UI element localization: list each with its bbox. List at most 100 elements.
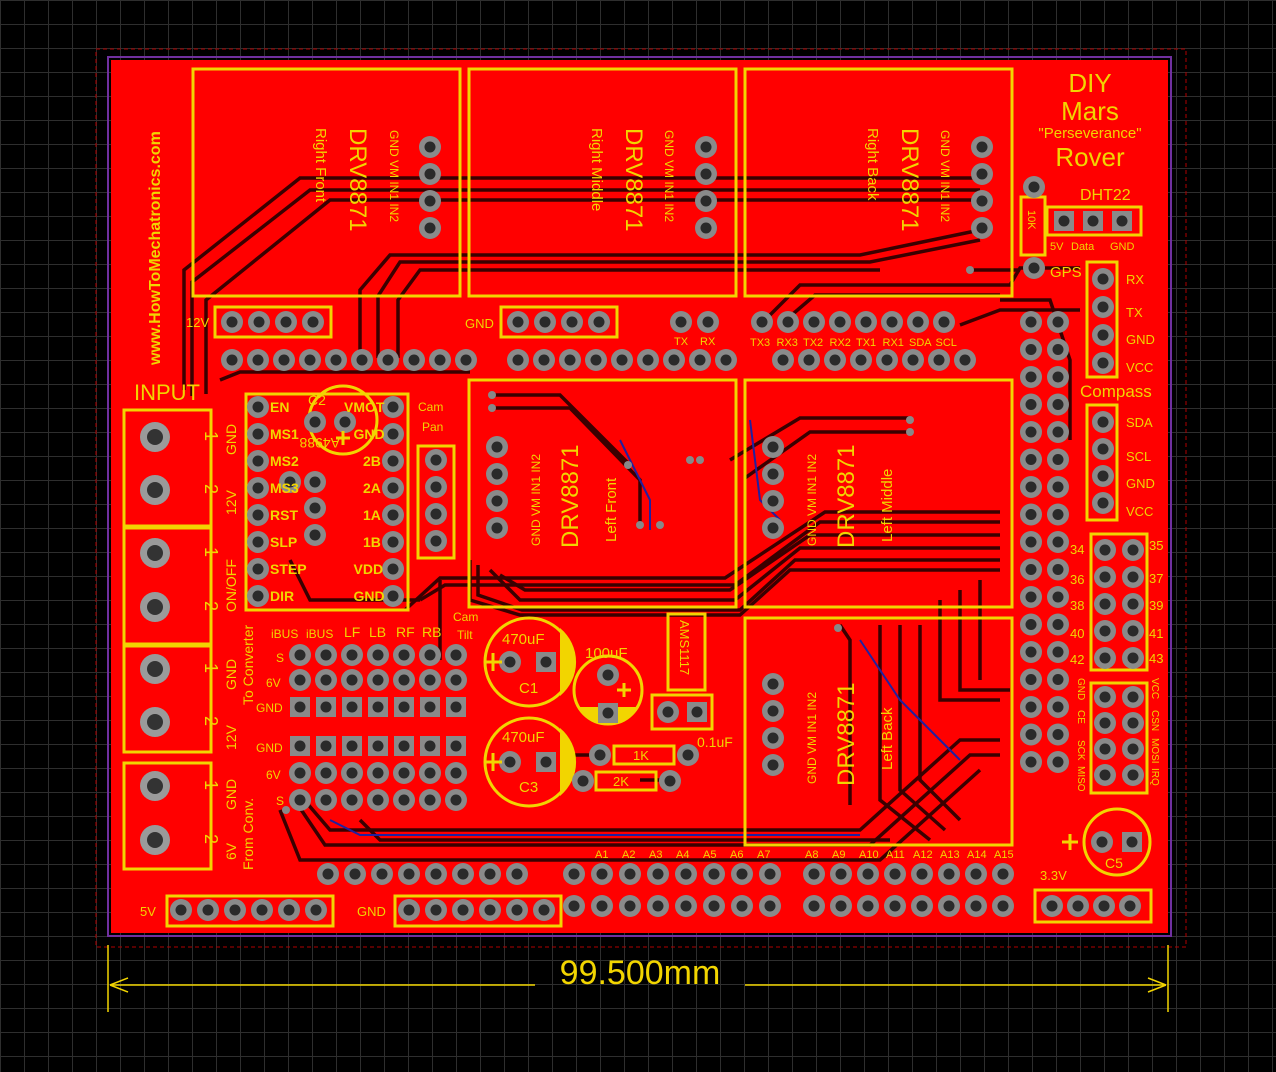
arduino-pin	[1020, 723, 1042, 746]
serial-pin	[777, 311, 799, 333]
driver-pin	[486, 517, 508, 539]
r10k: 10K	[1025, 210, 1037, 230]
driver-pins: GND VM IN1 IN2	[938, 130, 952, 222]
compass-pin: SDA	[1126, 415, 1153, 430]
gps-pin	[1092, 324, 1114, 346]
arduino-pin	[1020, 531, 1042, 553]
driver-chip: DRV8871	[557, 444, 584, 548]
c1-pad	[499, 651, 521, 673]
label-rx: RX	[700, 336, 716, 348]
analog-label: A9	[832, 849, 845, 861]
arduino-pin	[273, 349, 295, 371]
analog-pin	[563, 863, 585, 885]
r2-value: 2K	[613, 774, 629, 789]
a4988-pin	[382, 504, 404, 526]
header-gnd-pin	[506, 899, 528, 921]
nrf-pin	[1094, 686, 1116, 708]
header-5v-pin	[278, 899, 300, 921]
compass-pin	[1092, 411, 1114, 433]
terminal-number: 2	[201, 601, 221, 611]
dht-pin: GND	[1110, 241, 1135, 253]
analog-pin	[938, 895, 960, 917]
label-from-converter: From Conv.	[240, 798, 256, 870]
terminal-number: 2	[201, 834, 221, 844]
a4988-pin-label: EN	[270, 399, 289, 415]
row-s: S	[276, 651, 284, 665]
analog-pin	[992, 895, 1014, 917]
arduino-pin	[689, 349, 711, 371]
analog-pin	[647, 863, 669, 885]
gps: GPS	[1050, 264, 1082, 281]
compass-pin	[1092, 465, 1114, 487]
digital-pin	[1122, 593, 1144, 615]
digital-pin: 43	[1149, 651, 1163, 666]
analog-label: A5	[703, 849, 716, 861]
rc-rf: RF	[396, 624, 415, 640]
c100-pad	[598, 703, 618, 723]
rc-pin	[341, 789, 363, 811]
analog-label: A14	[967, 849, 987, 861]
rc-ibus-2: iBUS	[306, 627, 333, 641]
header-gnd-pin	[479, 899, 501, 921]
a4988-pin	[382, 531, 404, 553]
row-6v: 6V	[266, 768, 281, 782]
a4988-pin-label: 1A	[363, 507, 381, 523]
terminal-screw	[140, 592, 170, 622]
c3-pad	[536, 752, 556, 772]
rc-pin	[342, 697, 362, 717]
serial-pin	[881, 311, 903, 333]
r1-pad	[589, 744, 611, 766]
analog-pin	[731, 863, 753, 885]
driver-pin	[419, 163, 441, 185]
terminal-screw	[140, 422, 170, 452]
rc-pin	[445, 762, 467, 784]
gps-pin: VCC	[1126, 360, 1153, 375]
arduino-pin	[1020, 476, 1042, 498]
arduino-pin	[637, 349, 659, 371]
ams1117: AMS1117	[677, 620, 692, 675]
a4988-pin-label: 2B	[363, 453, 381, 469]
terminal-number: 2	[201, 716, 221, 726]
nrf-pin	[1122, 764, 1144, 786]
rc-pin	[315, 669, 337, 691]
arduino-pin	[1047, 751, 1069, 773]
serial-pin	[829, 311, 851, 333]
nrf-pin: SCK	[1075, 740, 1086, 761]
serial-pin	[907, 311, 929, 333]
driver-chip: DRV8871	[896, 128, 923, 232]
a4988-pin-label: VMOT	[344, 399, 385, 415]
arduino-pin	[1020, 751, 1042, 773]
analog-pin	[884, 895, 906, 917]
analog-pin	[675, 895, 697, 917]
serial-label: RX2	[830, 337, 851, 349]
gps-pin: TX	[1126, 305, 1143, 320]
rc-pin	[420, 697, 440, 717]
title-perseverance: "Perseverance"	[1038, 125, 1141, 142]
nrf-pin: IRQ	[1149, 768, 1160, 786]
header-3v3-pin	[1093, 895, 1115, 917]
serial-label: SDA	[909, 337, 932, 349]
analog-pin	[911, 895, 933, 917]
rc-pin	[445, 669, 467, 691]
cam-tilt-1: Cam	[453, 610, 478, 624]
terminal-screw	[140, 475, 170, 505]
digital-pin	[1122, 620, 1144, 642]
analog-pin	[591, 863, 613, 885]
label-gnd: GND	[465, 316, 494, 331]
a4988-pin-label: 1B	[363, 534, 381, 550]
arduino-pin	[1047, 476, 1069, 498]
arduino-pin	[1047, 421, 1069, 443]
arduino-pin	[1047, 531, 1069, 553]
arduino-pin	[1047, 311, 1069, 333]
driver-pin	[762, 673, 784, 695]
a4988-pin	[247, 531, 269, 553]
gps-pin	[1092, 268, 1114, 290]
arduino-pin	[772, 349, 794, 371]
driver-pin	[419, 217, 441, 239]
driver-pin	[762, 754, 784, 776]
terminal-number: 2	[201, 484, 221, 494]
digital-pin	[1094, 647, 1116, 669]
via	[488, 404, 496, 412]
a4988-pin-label: MS3	[270, 480, 299, 496]
